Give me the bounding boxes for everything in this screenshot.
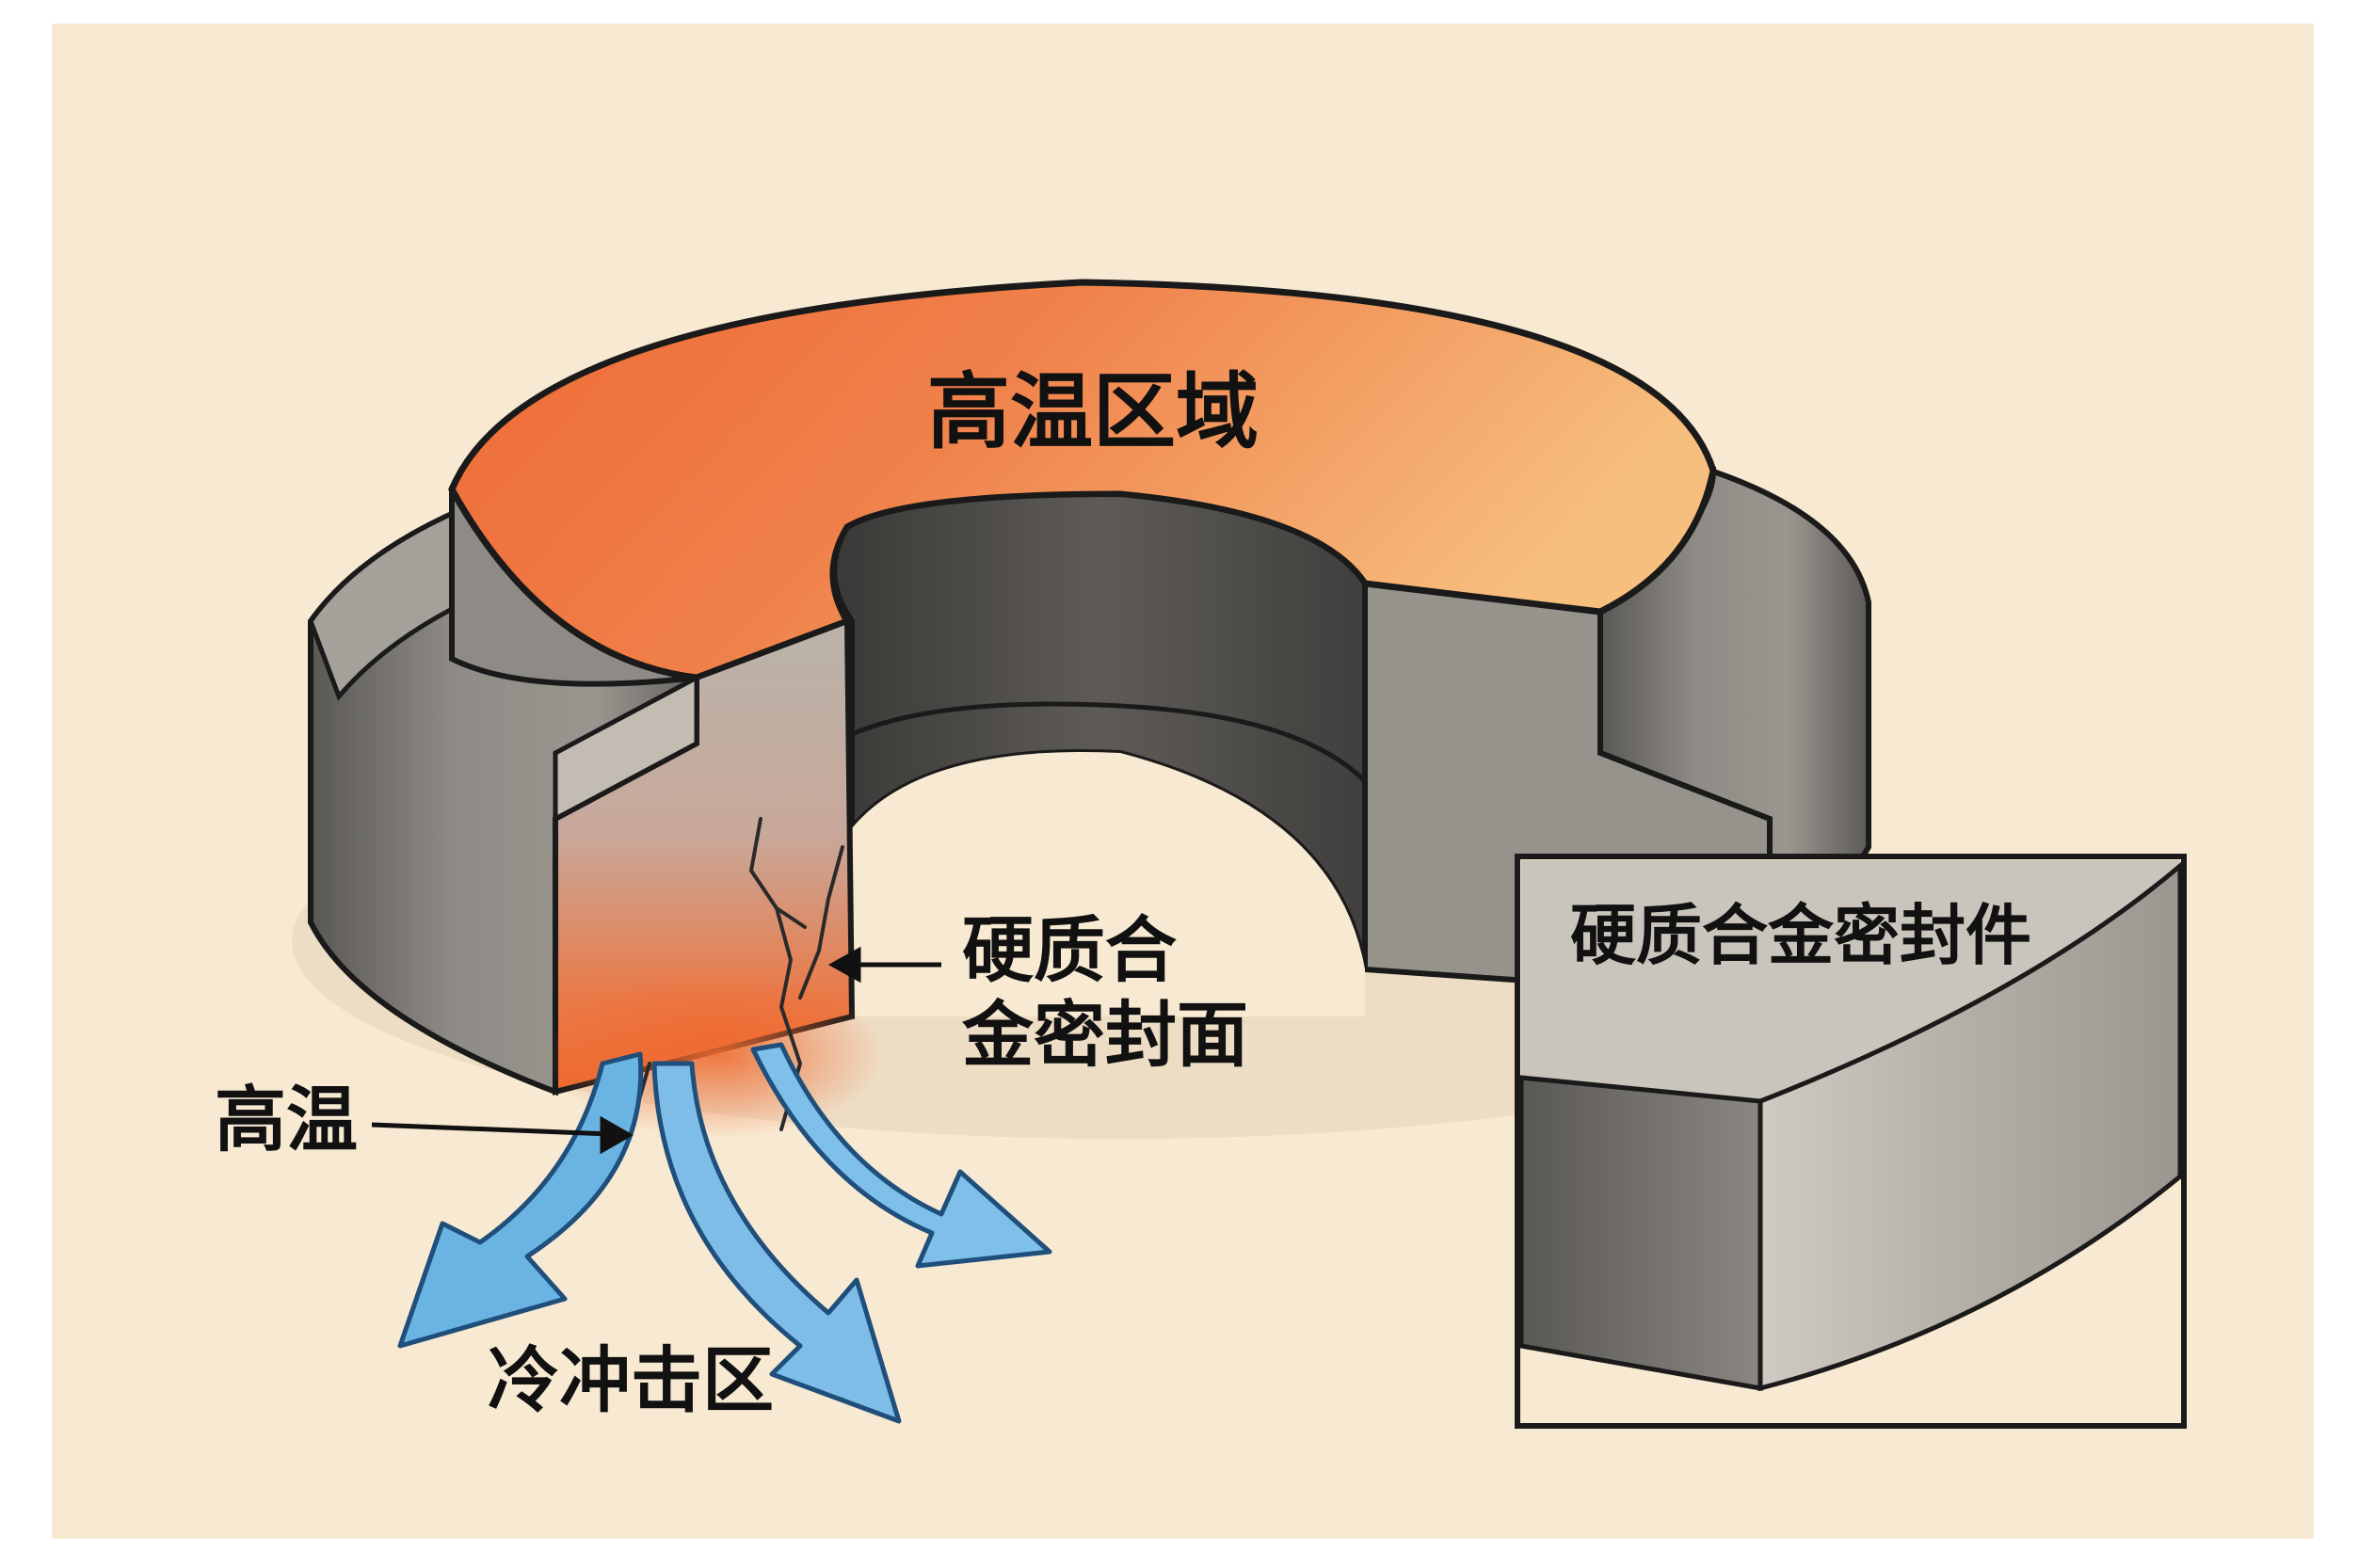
pointer-arrow-seal-face xyxy=(827,946,861,984)
pointer-arrows xyxy=(371,946,941,1155)
inner-bore-step xyxy=(851,701,1367,783)
bore-opening xyxy=(852,752,1365,1016)
cold-arrow-middle xyxy=(651,1061,902,1424)
seal-face-label-line1: 硬质合 xyxy=(962,908,1177,992)
seal-face-label-line2: 金密封面 xyxy=(962,992,1248,1077)
cold-flow-arrows xyxy=(397,1042,1052,1424)
high-temp-label: 高温 xyxy=(215,1078,358,1161)
cold-arrow-right xyxy=(750,1042,1052,1269)
cut-chamfer xyxy=(553,673,699,824)
hot-zone-label: 高温区域 xyxy=(927,363,1260,460)
inset-title: 硬质合金密封件 xyxy=(1570,897,2031,974)
seal-face-label: 硬质合 金密封面 xyxy=(962,908,1248,1077)
pointer-arrow-high-temp xyxy=(600,1115,634,1155)
inset-panel xyxy=(1515,854,2187,1429)
cold-shock-zone-label: 冷冲击区 xyxy=(488,1338,774,1422)
